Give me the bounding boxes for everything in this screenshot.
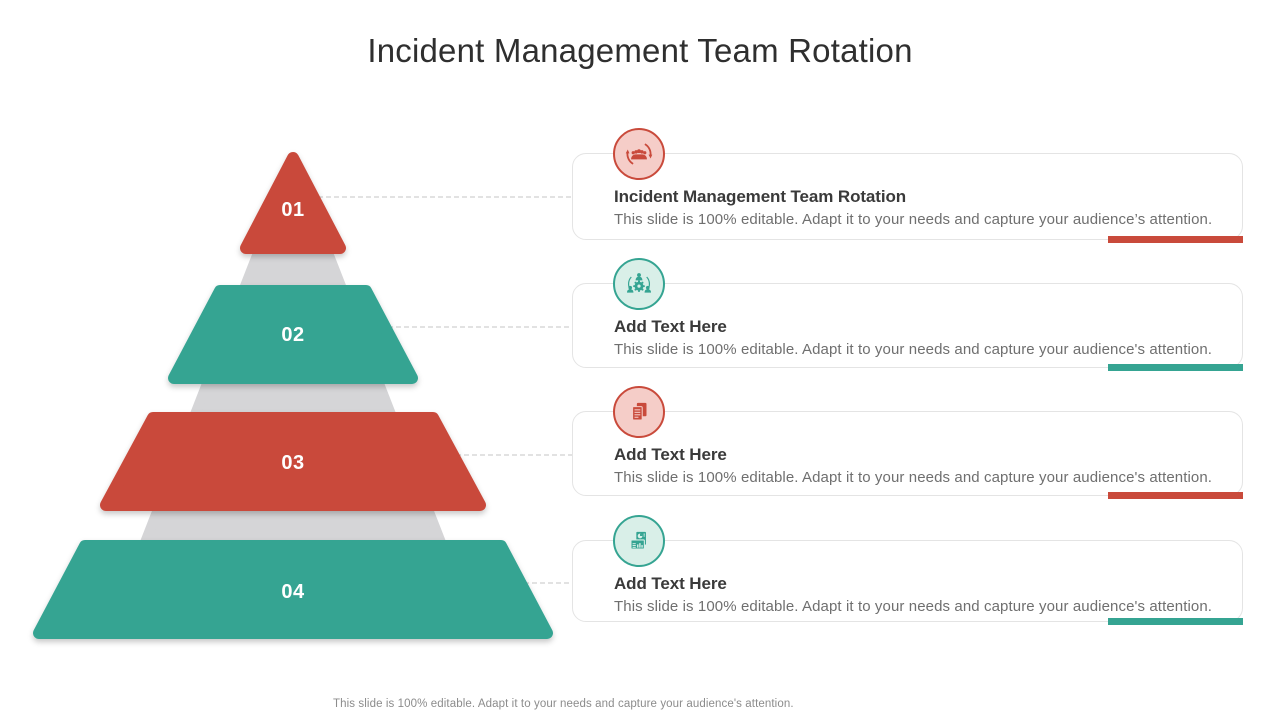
slide-title: Incident Management Team Rotation xyxy=(367,32,913,69)
documents-icon xyxy=(613,386,665,438)
entry-heading: Incident Management Team Rotation xyxy=(614,187,907,206)
entry-heading: Add Text Here xyxy=(614,445,727,464)
entry-accent-bar xyxy=(1108,492,1243,499)
team-gear-icon xyxy=(613,258,665,310)
pyramid-level-2 xyxy=(168,285,418,384)
entry-card-4: Add Text Here This slide is 100% editabl… xyxy=(572,515,1243,625)
entry-card-3: Add Text Here This slide is 100% editabl… xyxy=(572,386,1243,499)
pyramid-level-1-number: 01 xyxy=(281,199,305,221)
pyramid-level-1 xyxy=(240,152,346,254)
entry-accent-bar xyxy=(1108,236,1243,243)
entry-body: This slide is 100% editable. Adapt it to… xyxy=(614,469,1213,486)
pyramid-level-3-number: 03 xyxy=(281,452,305,474)
footer-note: This slide is 100% editable. Adapt it to… xyxy=(333,698,794,710)
entry-accent-bar xyxy=(1108,618,1243,625)
entry-body: This slide is 100% editable. Adapt it to… xyxy=(614,598,1213,615)
pyramid-level-4-number: 04 xyxy=(281,581,305,603)
entry-body: This slide is 100% editable. Adapt it to… xyxy=(614,341,1213,358)
entry-heading: Add Text Here xyxy=(614,574,727,593)
entry-accent-bar xyxy=(1108,364,1243,371)
entry-card-1: Incident Management Team Rotation This s… xyxy=(572,128,1243,243)
pyramid-level-2-number: 02 xyxy=(281,324,305,346)
pyramid-level-3 xyxy=(100,412,486,511)
pyramid-level-4 xyxy=(33,540,553,639)
team-rotation-icon xyxy=(613,128,665,180)
reports-charts-icon xyxy=(613,515,665,567)
entry-body: This slide is 100% editable. Adapt it to… xyxy=(614,211,1213,228)
entry-heading: Add Text Here xyxy=(614,317,727,336)
entry-card-2: Add Text Here This slide is 100% editabl… xyxy=(572,258,1243,371)
